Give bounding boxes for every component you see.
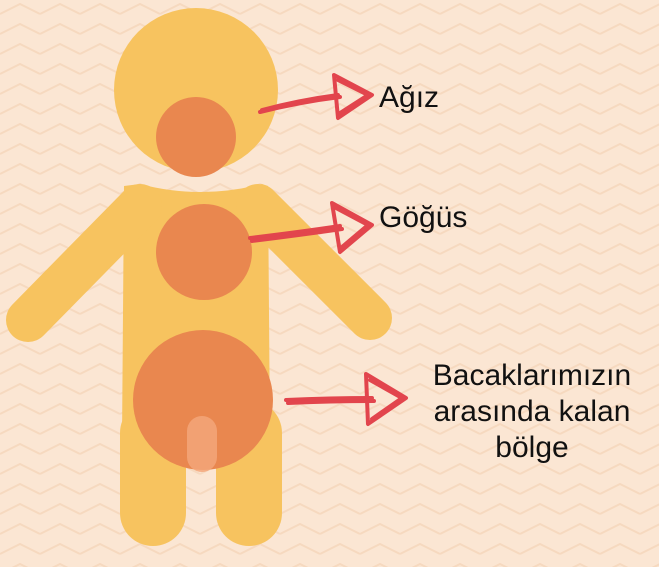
label-groin-line3: bölge xyxy=(405,430,659,466)
groin-gap-overlay xyxy=(187,416,217,472)
label-groin-line2: arasında kalan xyxy=(405,394,659,430)
mouth-zone xyxy=(156,97,236,177)
label-mouth: Ağız xyxy=(379,80,439,116)
label-groin: Bacaklarımızın arasında kalan bölge xyxy=(405,358,659,466)
label-chest: Göğüs xyxy=(379,200,467,236)
chest-zone xyxy=(156,204,252,300)
label-groin-line1: Bacaklarımızın xyxy=(405,358,659,394)
